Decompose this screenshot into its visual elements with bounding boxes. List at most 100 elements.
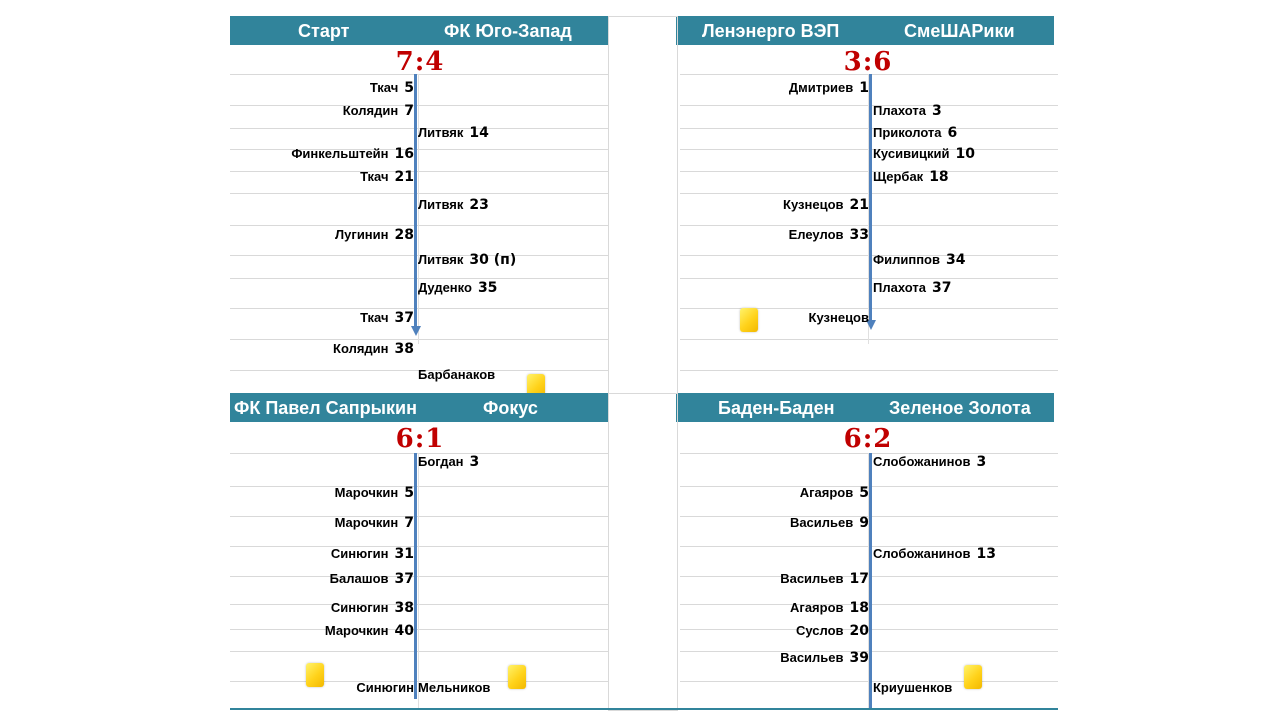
player-name: Синюгин <box>330 600 389 615</box>
goal-minute: 38 <box>394 600 414 616</box>
player-name: Щербак <box>873 169 924 184</box>
goal-minute: 30 (п) <box>469 252 517 268</box>
player-name: Агаяров <box>790 600 844 615</box>
goal-minute: 5 <box>859 485 869 501</box>
player-name: Елеулов <box>788 227 844 242</box>
events-grid <box>230 74 608 371</box>
player-name: Агаяров <box>799 485 854 500</box>
player-name: Литвяк <box>418 197 464 212</box>
goal-minute: 9 <box>859 515 869 531</box>
player-name: Васильев <box>780 650 844 665</box>
away-team: СмеШАРики <box>904 21 1015 41</box>
player-name: Колядин <box>342 103 399 118</box>
goal-minute: 3 <box>976 454 987 470</box>
player-name: Дмитриев <box>788 80 854 95</box>
yellow-card-icon <box>527 374 545 398</box>
spacer-column <box>608 393 678 711</box>
away-team: ФК Юго-Запад <box>444 21 572 41</box>
goal-minute: 7 <box>404 515 414 531</box>
timeline-axis <box>414 74 417 326</box>
card-event: Криушенков <box>873 680 952 696</box>
goal-event: Дмитриев 1 <box>789 80 869 96</box>
card-event: Кузнецов <box>809 310 869 326</box>
yellow-card-icon <box>964 665 982 689</box>
player-name: Плахота <box>873 280 926 295</box>
goal-minute: 6 <box>947 125 958 141</box>
match-panel: Баден-Баден Зеленое Золота 6:2 Слобожани… <box>676 393 1058 719</box>
match-header: Баден-Баден Зеленое Золота <box>676 393 1054 422</box>
timeline-arrow-icon <box>411 326 421 336</box>
goal-minute: 18 <box>849 600 869 616</box>
goal-event: Богдан 3 <box>418 454 479 470</box>
home-team: ФК Павел Сапрыкин <box>234 398 417 418</box>
player-name: Синюгин <box>356 680 414 695</box>
goal-event: Васильев 9 <box>790 515 869 531</box>
goal-minute: 3 <box>469 454 480 470</box>
player-name: Лугинин <box>335 227 389 242</box>
player-name: Литвяк <box>418 252 464 267</box>
player-name: Марочкин <box>334 485 399 500</box>
goal-minute: 37 <box>931 280 952 296</box>
goal-minute: 38 <box>394 341 414 357</box>
player-name: Васильев <box>789 515 854 530</box>
match-score: 6:2 <box>843 424 893 454</box>
goal-minute: 21 <box>394 169 414 185</box>
player-name: Слобожанинов <box>873 454 971 469</box>
player-name: Колядин <box>333 341 389 356</box>
goal-minute: 37 <box>394 310 414 326</box>
goal-minute: 34 <box>945 252 966 268</box>
player-name: Слобожанинов <box>873 546 971 561</box>
player-name: Марочкин <box>334 515 399 530</box>
goal-minute: 31 <box>394 546 414 562</box>
timeline-axis <box>869 453 872 709</box>
timeline-axis <box>414 453 417 699</box>
player-name: Финкельштейн <box>291 146 389 161</box>
goal-event: Плахота 37 <box>873 280 951 296</box>
away-team: Фокус <box>483 398 538 418</box>
goal-event: Ткач 21 <box>360 169 414 185</box>
match-score: 3:6 <box>843 47 893 77</box>
home-team: Баден-Баден <box>718 398 835 418</box>
player-name: Мельников <box>418 680 491 695</box>
player-name: Ткач <box>360 169 389 184</box>
player-name: Богдан <box>418 454 464 469</box>
goal-minute: 1 <box>859 80 869 96</box>
yellow-card-icon <box>508 665 526 689</box>
goal-minute: 35 <box>477 280 498 296</box>
home-team: Ленэнерго ВЭП <box>702 21 840 41</box>
goal-minute: 40 <box>394 623 414 639</box>
card-event: Мельников <box>418 680 490 696</box>
card-event: Синюгин <box>356 680 414 696</box>
yellow-card-icon <box>740 308 758 332</box>
goal-event: Литвяк 30 (п) <box>418 252 516 268</box>
match-score: 7:4 <box>395 47 445 77</box>
player-name: Кузнецов <box>783 197 844 212</box>
player-name: Литвяк <box>418 125 464 140</box>
player-name: Ткач <box>369 80 399 95</box>
match-header: Ленэнерго ВЭП СмеШАРики <box>676 16 1054 45</box>
goal-event: Синюгин 38 <box>331 600 414 616</box>
goal-minute: 37 <box>394 571 414 587</box>
home-team: Старт <box>298 21 350 41</box>
goal-minute: 5 <box>404 80 414 96</box>
goal-minute: 21 <box>849 197 869 213</box>
match-header: Старт ФК Юго-Запад <box>230 16 608 45</box>
goal-event: Марочкин 7 <box>335 515 414 531</box>
player-name: Плахота <box>873 103 926 118</box>
goal-minute: 3 <box>931 103 942 119</box>
goal-event: Кузнецов 21 <box>783 197 869 213</box>
match-header: ФК Павел Сапрыкин Фокус <box>230 393 608 422</box>
